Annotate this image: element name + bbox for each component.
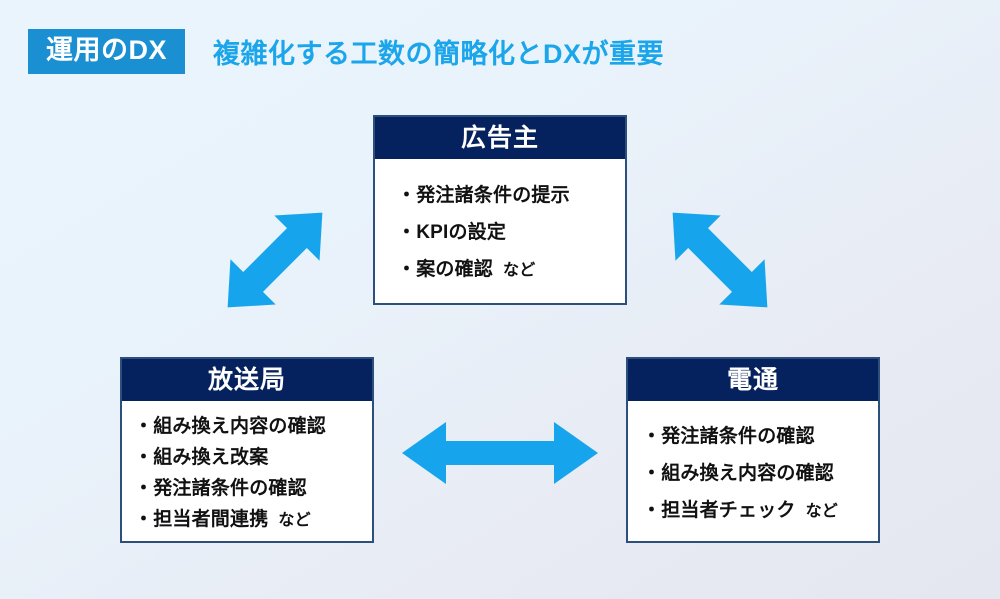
list-item: ・発注諸条件の確認 (642, 418, 878, 455)
box-broadcaster-list: ・組み換え内容の確認 ・組み換え改案 ・発注諸条件の確認 ・担当者間連携など (122, 401, 372, 548)
bullet-icon: ・ (397, 185, 417, 206)
box-advertiser-list: ・発注諸条件の提示 ・KPIの設定 ・案の確認など (375, 159, 625, 301)
list-item-label: 組み換え内容の確認 (661, 463, 835, 484)
list-item: ・案の確認など (397, 251, 625, 288)
arrow-advertiser-dentsu-icon (645, 190, 795, 335)
slide-header: 運用のDX 複雑化する工数の簡略化とDXが重要 (28, 29, 665, 75)
list-item-label: 発注諸条件の提示 (416, 185, 570, 206)
section-badge: 運用のDX (28, 29, 186, 75)
bullet-icon: ・ (134, 416, 154, 437)
box-broadcaster-title: 放送局 (122, 359, 372, 401)
bullet-icon: ・ (642, 426, 662, 447)
list-item: ・担当者間連携など (134, 504, 372, 535)
bullet-icon: ・ (397, 259, 417, 280)
bullet-icon: ・ (397, 222, 417, 243)
box-dentsu-title: 電通 (628, 359, 878, 401)
list-item-label: 案の確認 (416, 259, 494, 280)
list-item-etc: など (805, 503, 839, 520)
box-dentsu-list: ・発注諸条件の確認 ・組み換え内容の確認 ・担当者チェックなど (628, 401, 878, 542)
list-item-label: 担当者チェック (661, 500, 796, 521)
list-item: ・組み換え内容の確認 (134, 411, 372, 442)
arrow-broadcaster-dentsu-icon (398, 418, 602, 493)
bullet-icon: ・ (642, 463, 662, 484)
list-item-etc: など (503, 262, 536, 279)
list-item: ・KPIの設定 (397, 214, 625, 251)
list-item-label: 組み換え内容の確認 (153, 416, 327, 437)
list-item-label: KPIの設定 (416, 222, 507, 243)
list-item-label: 発注諸条件の確認 (153, 478, 307, 499)
box-advertiser: 広告主 ・発注諸条件の提示 ・KPIの設定 ・案の確認など (373, 115, 627, 305)
list-item: ・発注諸条件の提示 (397, 177, 625, 214)
page-title: 複雑化する工数の簡略化とDXが重要 (213, 39, 665, 70)
list-item-etc: など (278, 512, 311, 529)
bullet-icon: ・ (134, 447, 154, 468)
box-dentsu: 電通 ・発注諸条件の確認 ・組み換え内容の確認 ・担当者チェックなど (626, 357, 880, 543)
list-item-label: 担当者間連携 (153, 509, 269, 530)
list-item: ・組み換え改案 (134, 442, 372, 473)
list-item: ・組み換え内容の確認 (642, 455, 878, 492)
list-item-label: 発注諸条件の確認 (661, 426, 815, 447)
bullet-icon: ・ (134, 478, 154, 499)
arrow-advertiser-broadcaster-icon (200, 190, 350, 335)
box-advertiser-title: 広告主 (375, 117, 625, 159)
list-item-label: 組み換え改案 (153, 447, 269, 468)
bullet-icon: ・ (134, 509, 154, 530)
list-item: ・担当者チェックなど (642, 492, 878, 529)
list-item: ・発注諸条件の確認 (134, 473, 372, 504)
bullet-icon: ・ (642, 500, 662, 521)
box-broadcaster: 放送局 ・組み換え内容の確認 ・組み換え改案 ・発注諸条件の確認 ・担当者間連携… (120, 357, 374, 543)
